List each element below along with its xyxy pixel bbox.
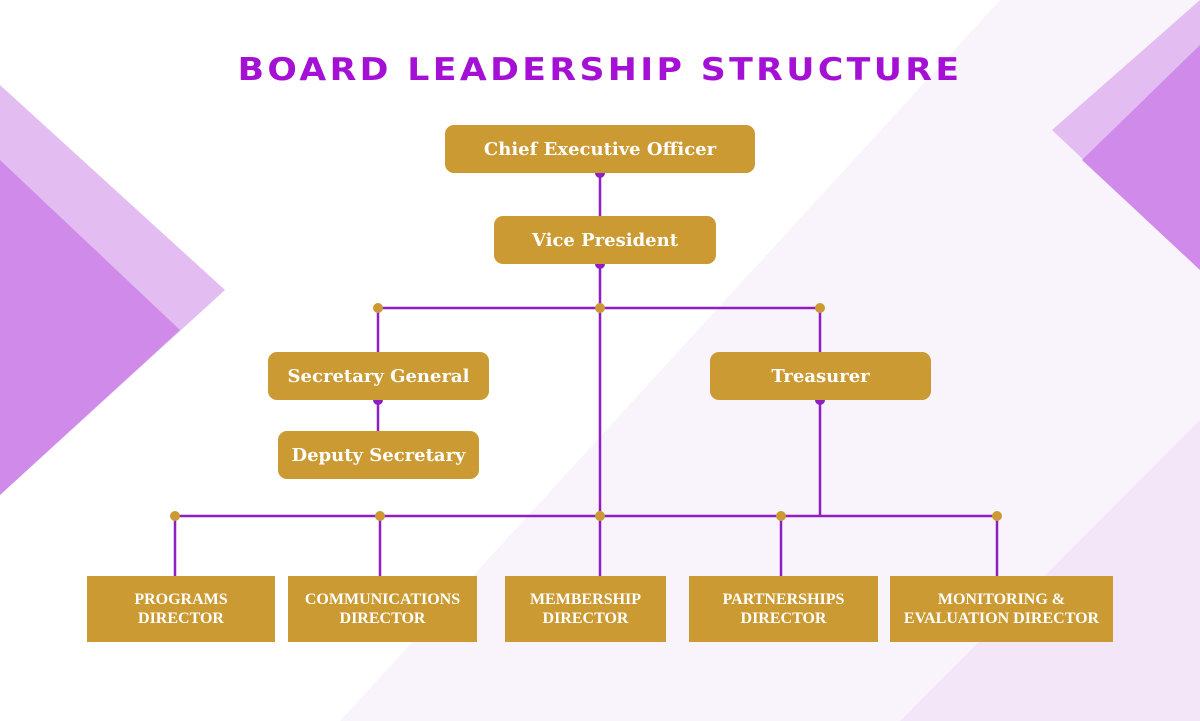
junction-dot — [776, 511, 786, 521]
treasurer-box: Treasurer — [710, 352, 931, 400]
vice-president-box: Vice President — [494, 216, 716, 264]
background-panel-corner — [900, 420, 1200, 721]
left-triangle-dark — [0, 160, 180, 495]
director-title-line1: MONITORING & — [937, 591, 1066, 608]
junction-dot — [373, 303, 383, 313]
director-title-line2: DIRECTOR — [542, 610, 629, 627]
monitoring-evaluation-director-box: MONITORING & EVALUATION DIRECTOR — [890, 576, 1113, 642]
director-title-line1: PARTNERSHIPS — [722, 591, 845, 608]
director-title-line2: EVALUATION DIRECTOR — [903, 610, 1100, 627]
director-title-line2: DIRECTOR — [339, 610, 426, 627]
junction-dot — [992, 511, 1002, 521]
junction-dot — [595, 303, 605, 313]
right-triangle-dark — [1082, 45, 1200, 270]
programs-director-box: PROGRAMS DIRECTOR — [87, 576, 275, 642]
partnerships-director-box: PARTNERSHIPS DIRECTOR — [689, 576, 878, 642]
ceo-box: Chief Executive Officer — [445, 125, 755, 173]
communications-director-box: COMMUNICATIONS DIRECTOR — [288, 576, 477, 642]
director-title-line1: COMMUNICATIONS — [304, 591, 461, 608]
director-title-line2: DIRECTOR — [740, 610, 827, 627]
junction-dot — [595, 511, 605, 521]
secretary-general-box: Secretary General — [268, 352, 489, 400]
deputy-secretary-box: Deputy Secretary — [278, 431, 479, 479]
page-title: BOARD LEADERSHIP STRUCTURE — [237, 52, 963, 88]
junction-dot — [170, 511, 180, 521]
director-title-line1: MEMBERSHIP — [529, 591, 642, 608]
director-title-line2: DIRECTOR — [138, 610, 224, 627]
junction-dot — [815, 303, 825, 313]
membership-director-box: MEMBERSHIP DIRECTOR — [505, 576, 666, 642]
director-title-line1: PROGRAMS — [134, 591, 228, 608]
junction-dot — [375, 511, 385, 521]
